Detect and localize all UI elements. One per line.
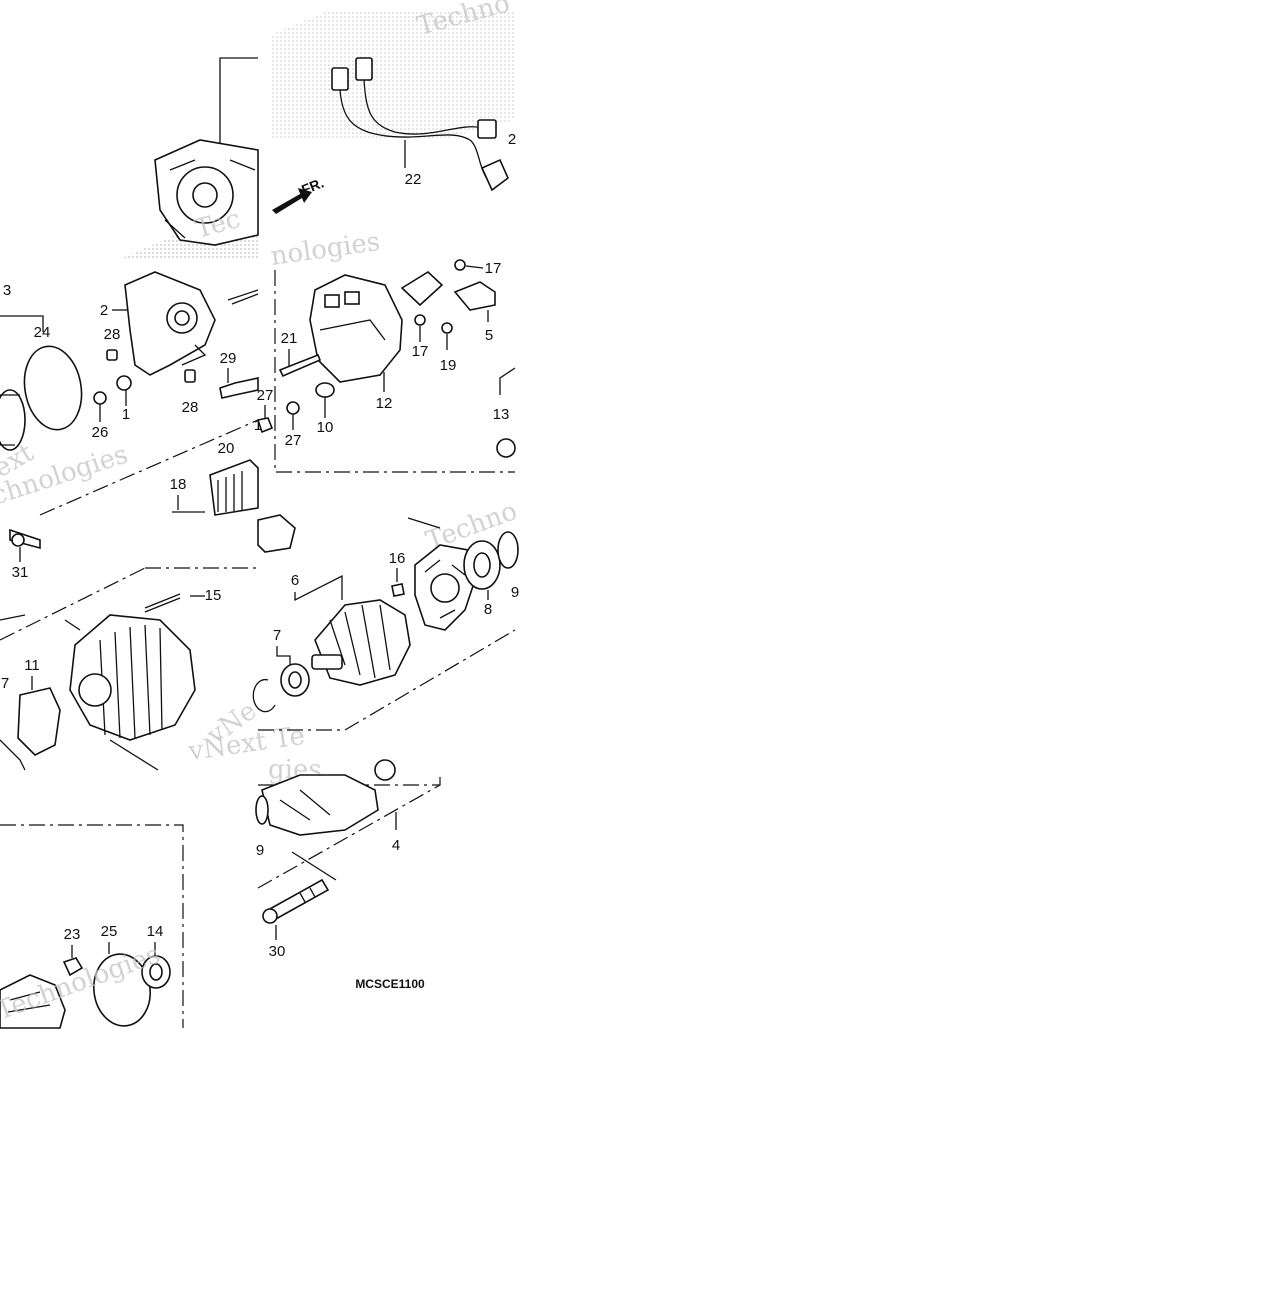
regulator-part xyxy=(209,459,259,516)
callout-7-fragment: 7 xyxy=(1,675,9,692)
callout-19: 19 xyxy=(440,357,457,374)
wire-harness-part xyxy=(331,57,509,192)
callout-28-b: 28 xyxy=(182,399,199,416)
end-housing-part xyxy=(261,759,396,836)
callout-16: 16 xyxy=(389,550,406,567)
rotor-part xyxy=(311,599,411,686)
tile-top-left: Tec xyxy=(122,57,259,258)
rectifier-cover-part xyxy=(309,274,403,383)
callout-20: 20 xyxy=(218,440,235,457)
callout-22: 22 xyxy=(405,171,422,188)
alternator-housing-part xyxy=(69,614,196,741)
brush-holder-part xyxy=(453,281,496,311)
gear-part xyxy=(0,389,26,451)
drive-end-housing-part xyxy=(154,139,259,246)
callout-18: 18 xyxy=(170,476,187,493)
callout-1-fragment: 1 xyxy=(254,417,262,434)
callout-24: 24 xyxy=(34,324,51,341)
callout-2: 2 xyxy=(100,302,108,319)
diagram-code: MCSCE1100 xyxy=(355,977,425,991)
bolt-29-part xyxy=(219,377,259,399)
callout-11: 11 xyxy=(24,657,40,674)
callout-8: 8 xyxy=(484,601,492,618)
callout-27-b: 27 xyxy=(285,432,302,449)
callout-29: 29 xyxy=(220,350,237,367)
callout-17-a: 17 xyxy=(485,260,502,277)
tile-lower-right: Techno 16 8 9 6 7 xyxy=(252,496,521,731)
callout-26: 26 xyxy=(92,424,109,441)
callout-27-a: 27 xyxy=(257,387,274,404)
callout-21: 21 xyxy=(281,330,298,347)
callout-31: 31 xyxy=(12,564,29,581)
direction-label: FR. xyxy=(299,174,326,197)
callout-28-a: 28 xyxy=(104,326,121,343)
callout-9-fragment: 9 xyxy=(511,584,519,601)
callout-5: 5 xyxy=(485,327,493,344)
tile-middle-left: 3 24 2 28 28 29 26 1 20 18 1 xyxy=(0,271,262,516)
stator-part xyxy=(17,687,61,756)
callout-12: 12 xyxy=(376,395,393,412)
callout-9: 9 xyxy=(256,842,264,859)
callout-23: 23 xyxy=(64,926,81,943)
callout-6: 6 xyxy=(291,572,299,589)
front-direction-arrow: FR. xyxy=(272,174,326,214)
tile-middle-right: nologies 21 12 27 27 10 17 17 5 xyxy=(257,227,516,473)
callout-7: 7 xyxy=(273,627,281,644)
callout-10: 10 xyxy=(317,419,334,436)
callout-2-fragment: 2 xyxy=(508,131,516,148)
callout-15: 15 xyxy=(205,587,222,604)
front-housing-part xyxy=(0,974,66,1029)
tile-bottom-left: 23 25 14 Technologies xyxy=(0,824,184,1029)
callout-30: 30 xyxy=(269,943,286,960)
o-ring-part xyxy=(23,345,83,431)
rear-cover-part xyxy=(124,271,216,376)
tile-lower-left: 31 15 7 11 vNe vNext Te xyxy=(0,528,307,771)
callout-3: 3 xyxy=(3,282,11,299)
rear-bearing-cover-part xyxy=(414,544,476,631)
tile-top-right: Techno 22 2 FR. xyxy=(270,0,516,214)
callout-13: 13 xyxy=(493,406,510,423)
callout-1: 1 xyxy=(122,406,130,423)
callout-14: 14 xyxy=(147,923,164,940)
callout-4: 4 xyxy=(392,837,400,854)
callout-17-b: 17 xyxy=(412,343,429,360)
watermark-fragment: nologies xyxy=(269,227,382,272)
tile-bottom-right: gies 9 4 30 MCSCE1100 xyxy=(255,755,441,991)
callout-25: 25 xyxy=(101,923,118,940)
